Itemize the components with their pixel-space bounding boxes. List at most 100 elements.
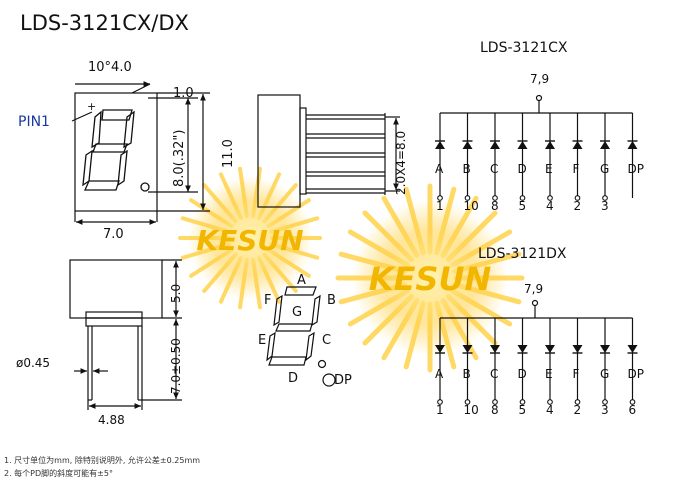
side-view bbox=[257, 94, 400, 208]
segment-label: A bbox=[435, 367, 444, 381]
watermark-text: KESUN bbox=[369, 260, 492, 298]
side-pins bbox=[306, 113, 386, 195]
pin-terminal bbox=[574, 195, 581, 201]
segment-label: DP bbox=[628, 162, 644, 176]
pin-number: 10 bbox=[464, 199, 479, 213]
segment-map bbox=[266, 286, 336, 387]
pin-terminal bbox=[602, 195, 608, 201]
front-view bbox=[71, 81, 210, 225]
common-terminal bbox=[531, 299, 539, 307]
pin1-plus-mark: + bbox=[87, 100, 96, 113]
circuit-cx-common-pins: 7,9 bbox=[530, 72, 549, 86]
diode-symbol bbox=[462, 345, 473, 353]
pin-terminal bbox=[547, 195, 553, 201]
pin1-label: PIN1 bbox=[18, 114, 50, 130]
seg-label-f: F bbox=[264, 293, 271, 308]
segment-label: D bbox=[518, 162, 527, 176]
dim-width-label: 7.0 bbox=[103, 227, 124, 242]
circuit-dx: A 1 B 10 C 8 D 5 E 4 F 2 G 3 DP 6 bbox=[435, 299, 644, 417]
segment-label: B bbox=[463, 162, 471, 176]
seg-label-g: G bbox=[292, 305, 302, 320]
bottom-view bbox=[69, 259, 182, 410]
segment-label: C bbox=[490, 162, 498, 176]
pin-number: 6 bbox=[629, 403, 637, 417]
segment-label: F bbox=[573, 162, 580, 176]
pin-number: 1 bbox=[436, 403, 444, 417]
dim-pin-length-label: 7.0±0.50 bbox=[169, 338, 183, 394]
pin-number: 5 bbox=[519, 199, 527, 213]
pin-terminal bbox=[574, 399, 581, 405]
pin-number: 2 bbox=[574, 403, 582, 417]
seg-label-c: C bbox=[322, 333, 331, 348]
pin-terminal bbox=[492, 399, 498, 405]
diode-symbol bbox=[600, 345, 610, 353]
pin-number: 3 bbox=[601, 403, 609, 417]
pin-number: 4 bbox=[546, 199, 554, 213]
seg-label-e: E bbox=[258, 333, 266, 348]
dim-pin-row-label: 4.88 bbox=[98, 413, 125, 427]
pin-terminal bbox=[464, 195, 471, 201]
watermark-center: KESUN bbox=[335, 183, 525, 373]
pin-number: 3 bbox=[601, 199, 609, 213]
segment-label: C bbox=[490, 367, 498, 381]
dim-body-height-label: 5.0 bbox=[169, 284, 183, 303]
dim-pin-dia-label: ø0.45 bbox=[16, 356, 50, 370]
diode-symbol bbox=[627, 141, 638, 149]
diode-symbol bbox=[572, 141, 583, 149]
pin-number: 8 bbox=[491, 403, 499, 417]
segment-label: F bbox=[573, 367, 580, 381]
segment-label: A bbox=[435, 162, 444, 176]
diode-symbol bbox=[545, 345, 555, 353]
pin-terminal bbox=[492, 195, 498, 201]
dim-top-label: 10°4.0 bbox=[88, 60, 132, 75]
circuit-cx-title: LDS-3121CX bbox=[480, 40, 568, 56]
diode-symbol bbox=[517, 345, 528, 353]
segment-label: G bbox=[600, 162, 609, 176]
diode-symbol bbox=[545, 141, 555, 149]
note-1: 1. 尺寸单位为mm, 除特别说明外, 允许公差±0.25mm bbox=[4, 455, 200, 465]
pin-terminal bbox=[437, 195, 443, 201]
segment-label: D bbox=[518, 367, 527, 381]
page-title: LDS-3121CX/DX bbox=[20, 11, 189, 35]
seg-label-a: A bbox=[297, 273, 306, 288]
pin-number: 4 bbox=[546, 403, 554, 417]
pin-terminal bbox=[547, 399, 553, 405]
segment-label: E bbox=[545, 367, 553, 381]
diode-symbol bbox=[600, 141, 610, 149]
dim-pin-pitch-label: 2.0X4=8.0 bbox=[394, 131, 408, 195]
segment-label: DP bbox=[628, 367, 644, 381]
front-body-outline bbox=[74, 92, 158, 212]
pin-terminal bbox=[437, 399, 443, 405]
circuit-dx-title: LDS-3121DX bbox=[478, 246, 567, 262]
note-2: 2. 每个PD脚的斜度可能有±5° bbox=[4, 468, 113, 478]
pin-number: 10 bbox=[464, 403, 479, 417]
pin-terminal bbox=[519, 195, 526, 201]
pin-terminal bbox=[629, 399, 636, 405]
segment-label: E bbox=[545, 162, 553, 176]
diode-symbol bbox=[435, 345, 445, 353]
pin-number: 1 bbox=[436, 199, 444, 213]
dim-height-label: 11.0 bbox=[221, 139, 236, 168]
digit-eight bbox=[82, 109, 150, 192]
diode-symbol bbox=[572, 345, 583, 353]
pin-number: 8 bbox=[491, 199, 499, 213]
circuit-dx-common-pins: 7,9 bbox=[524, 282, 543, 296]
pin-terminal bbox=[519, 399, 526, 405]
dim-gap-label: 1.0 bbox=[173, 86, 194, 101]
diode-symbol bbox=[517, 141, 528, 149]
segment-label: G bbox=[600, 367, 609, 381]
segment-label: B bbox=[463, 367, 471, 381]
circuit-cx: A 1 B 10 C 8 D 5 E 4 F 2 G 3 DP bbox=[435, 94, 644, 213]
seg-label-dp: DP bbox=[334, 373, 352, 388]
pin-number: 2 bbox=[574, 199, 582, 213]
diode-symbol bbox=[490, 345, 500, 353]
diode-symbol bbox=[490, 141, 500, 149]
pin-terminal bbox=[464, 399, 471, 405]
pin-terminal bbox=[602, 399, 608, 405]
watermark-text: KESUN bbox=[196, 224, 303, 257]
diode-symbol bbox=[627, 345, 638, 353]
diode-symbol bbox=[435, 141, 445, 149]
pin-number: 5 bbox=[519, 403, 527, 417]
seg-label-d: D bbox=[288, 371, 298, 386]
